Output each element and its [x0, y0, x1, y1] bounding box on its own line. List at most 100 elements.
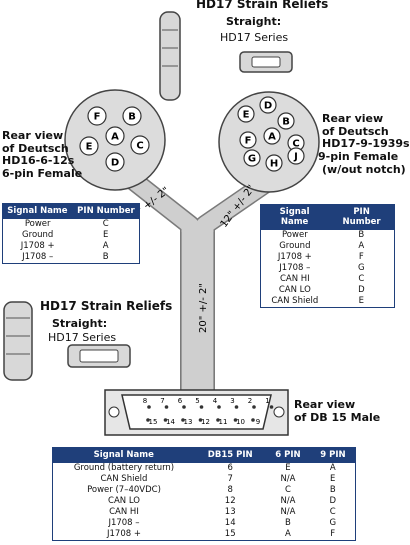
pin-label: E [86, 142, 93, 153]
cell: J1708 + [277, 252, 312, 262]
cell: 14 [224, 518, 236, 528]
cell: J1708 + [20, 241, 55, 251]
cell: Power [281, 230, 308, 240]
cell: C [102, 219, 109, 229]
cell: F [358, 252, 364, 262]
table-row: Ground A [261, 241, 395, 252]
cell: J1708 – [279, 263, 311, 273]
db15-pin-number: 15 [149, 418, 158, 426]
db15-pin-number: 6 [178, 397, 183, 405]
caption-line: Rear view [322, 112, 384, 125]
cable-length-trunk: 20" +/- 2" [198, 283, 209, 333]
pin-9pin: E [237, 105, 255, 123]
db15-pin [234, 405, 239, 409]
caption-line: HD17-9-1939s [322, 137, 410, 151]
caption-line: Rear view [294, 398, 356, 411]
pin-label: C [136, 141, 143, 152]
table-header: PIN Number [328, 204, 395, 230]
cell: G [329, 518, 337, 528]
db15-pin [181, 418, 185, 422]
cell: CAN Shield [271, 296, 319, 306]
db15-pin-number: 3 [230, 397, 234, 405]
pin-label: A [111, 132, 119, 143]
table-row: J1708 –B [3, 252, 140, 264]
table-header: PIN Number [71, 203, 141, 219]
cell: J1708 – [22, 252, 54, 262]
cell: C [358, 274, 365, 284]
cell: 6 [227, 463, 233, 473]
connector-6pin-caption: Rear view of Deutsch HD16-6-12s 6-pin Fe… [2, 129, 82, 181]
pin-9pin: D [259, 96, 277, 114]
cell: A [102, 241, 109, 251]
cell: C [329, 507, 336, 517]
pin-9pin: J [287, 147, 305, 165]
cell: G [358, 263, 365, 273]
cell: CAN HI [279, 274, 310, 284]
table-row: J1708 + F [261, 252, 395, 263]
cell: A [358, 241, 365, 251]
db15-pin [147, 405, 151, 409]
pin-9pin: A [263, 127, 281, 145]
cell: Ground [22, 230, 54, 240]
db15-pin [216, 418, 220, 422]
cell: D [329, 496, 336, 506]
cell: J1708 – [108, 518, 140, 528]
table-row: CAN HI C [261, 274, 395, 285]
table-header: 9 PIN [309, 447, 357, 463]
db15-pin [182, 405, 186, 409]
db15-pin-number: 1 [265, 397, 269, 405]
cell: CAN LO [108, 496, 140, 506]
cell: B [329, 485, 336, 495]
pin-9pin: H [265, 154, 283, 172]
table-row: J1708 + A [3, 241, 140, 252]
strain-relief-top-series: HD17 Series [220, 31, 289, 44]
table-header: DB15 PIN [194, 447, 266, 463]
cell: C [284, 485, 291, 495]
cell: A [329, 463, 336, 473]
db15-pin-number: 4 [213, 397, 218, 405]
db15-pin-number: 8 [143, 397, 147, 405]
caption-line: of Deutsch [322, 124, 389, 138]
db15-pin [251, 418, 255, 422]
db15-pin [199, 405, 204, 409]
table-row: J1708 – 14 B G [53, 518, 356, 529]
cell: J1708 + [107, 529, 141, 539]
caption-line: of DB 15 Male [294, 410, 381, 424]
cell: N/A [280, 507, 296, 517]
pin-label: H [270, 159, 278, 170]
cell: 8 [227, 485, 233, 495]
db15-pin-number: 11 [219, 418, 228, 426]
cell: N/A [280, 496, 296, 506]
strain-relief-mid-image [3, 301, 131, 381]
strain-relief-top-title: HD17 Strain Reliefs [196, 0, 329, 11]
db15-pin-number: 12 [201, 418, 210, 426]
db15-pin-number: 9 [256, 418, 260, 426]
cell: CAN Shield [100, 474, 148, 484]
pin-label: D [264, 101, 272, 112]
db15-pin [146, 418, 150, 422]
db15-pin-number: 13 [184, 418, 193, 426]
table-header: Signal Name [259, 204, 330, 230]
cell: Ground [279, 241, 311, 251]
db15-pin [269, 405, 274, 409]
cell: B [285, 518, 291, 528]
cell: N/A [280, 474, 296, 484]
cell: 15 [224, 529, 236, 539]
cell: Ground (battery return) [73, 463, 175, 473]
caption-line: HD16-6-12s [2, 154, 75, 168]
pin-6pin: A [105, 126, 125, 146]
pin-label: C [292, 139, 299, 150]
db15-connector [104, 389, 289, 436]
table-header: Signal Name [51, 447, 196, 463]
caption-line: Rear view [2, 129, 64, 142]
table-db15: Signal Name DB15 PIN 6 PIN 9 PIN Ground … [51, 447, 357, 541]
cell: CAN HI [109, 507, 139, 517]
